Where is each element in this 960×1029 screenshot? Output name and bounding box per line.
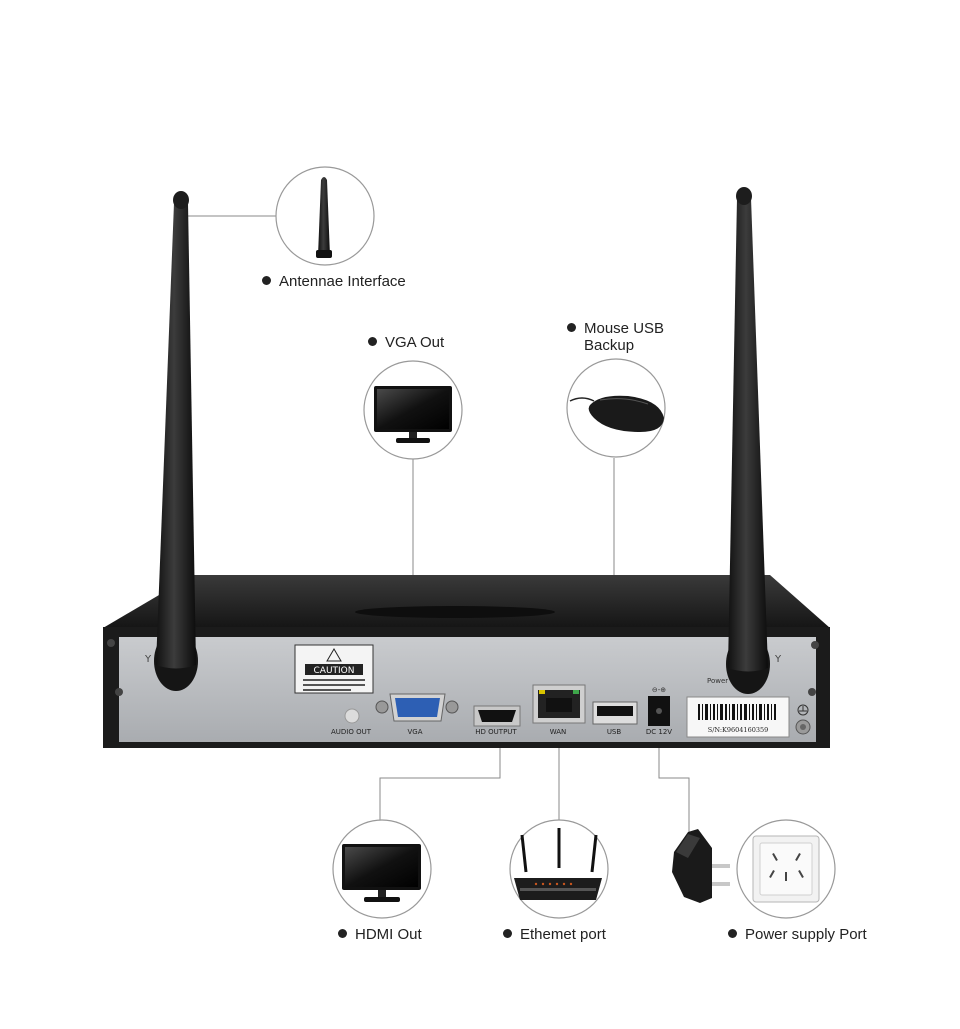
hdmi-callout-label: HDMI Out <box>338 926 422 943</box>
antenna-callout <box>275 166 375 266</box>
vga-callout-label: VGA Out <box>368 334 444 351</box>
antenna-callout-label: Antennae Interface <box>262 273 406 290</box>
svg-text:⊖-⊕: ⊖-⊕ <box>652 686 666 694</box>
bullet-dot <box>262 276 271 285</box>
screw <box>811 641 819 649</box>
serial-sticker: S/N:K9604160359 <box>686 696 790 738</box>
antenna-left <box>154 191 198 691</box>
ethernet-callout <box>509 819 609 919</box>
vga-label-text: VGA Out <box>385 334 445 351</box>
monitor-icon <box>342 844 421 902</box>
dc-power-port: ⊖-⊕ <box>648 686 670 726</box>
ethernet-label-text: Ethemet port <box>520 926 606 943</box>
wifi-mark-icon: Y <box>774 654 782 665</box>
audio-out-label: AUDIO OUT <box>331 728 372 736</box>
serial-number: S/N:K9604160359 <box>708 726 769 734</box>
antenna-label-text: Antennae Interface <box>279 273 406 290</box>
power-callout <box>736 819 836 919</box>
wall-socket-icon <box>752 835 820 903</box>
power-switch-label: Power <box>707 677 728 685</box>
hdmi-label-text: HDMI Out <box>355 926 422 943</box>
screw <box>115 688 123 696</box>
bullet-dot <box>368 337 377 346</box>
power-leader-line <box>658 735 690 840</box>
power-adapter-icon <box>672 829 730 903</box>
usb-label: USB <box>607 728 622 736</box>
dc-label: DC 12V <box>646 728 672 736</box>
vga-callout <box>363 360 463 460</box>
bullet-dot <box>338 929 347 938</box>
hd-output-label: HD OUTPUT <box>475 728 517 736</box>
hdmi-port <box>473 705 521 727</box>
audio-out-port <box>344 708 360 724</box>
usb-label-text-line1: Mouse USB <box>584 320 665 337</box>
hdmi-callout <box>332 819 432 919</box>
usb-label-text-line2: Backup <box>584 337 635 354</box>
usb-port <box>592 701 638 725</box>
caution-sticker: CAUTION <box>294 644 374 694</box>
wifi-mark-icon: Y <box>144 654 152 665</box>
wan-label: WAN <box>550 728 567 736</box>
chassis-top <box>103 575 830 628</box>
bullet-dot <box>567 323 576 332</box>
monitor-icon <box>374 386 452 443</box>
hdmi-leader-line <box>379 735 501 822</box>
vga-port <box>375 693 459 722</box>
caution-text: CAUTION <box>314 666 355 676</box>
bullet-dot <box>503 929 512 938</box>
power-label-text: Power supply Port <box>745 926 867 943</box>
mouse-icon <box>569 395 664 432</box>
nvr-chassis: Y Y CAUTION AUDIO OUT VGA HD OUTPUT <box>103 575 830 748</box>
usb-callout-label: Mouse USB Backup <box>567 320 664 354</box>
power-callout-label: Power supply Port <box>728 926 867 943</box>
antenna-right <box>726 187 770 694</box>
antenna-icon <box>316 177 332 258</box>
bullet-dot <box>728 929 737 938</box>
vga-label: VGA <box>407 728 422 736</box>
screw <box>107 639 115 647</box>
router-icon <box>514 828 602 900</box>
screw <box>808 688 816 696</box>
chassis-recess <box>355 606 555 618</box>
wan-port <box>532 684 586 724</box>
ethernet-callout-label: Ethemet port <box>503 926 606 943</box>
usb-callout <box>566 358 666 458</box>
ground-icon <box>795 704 811 735</box>
